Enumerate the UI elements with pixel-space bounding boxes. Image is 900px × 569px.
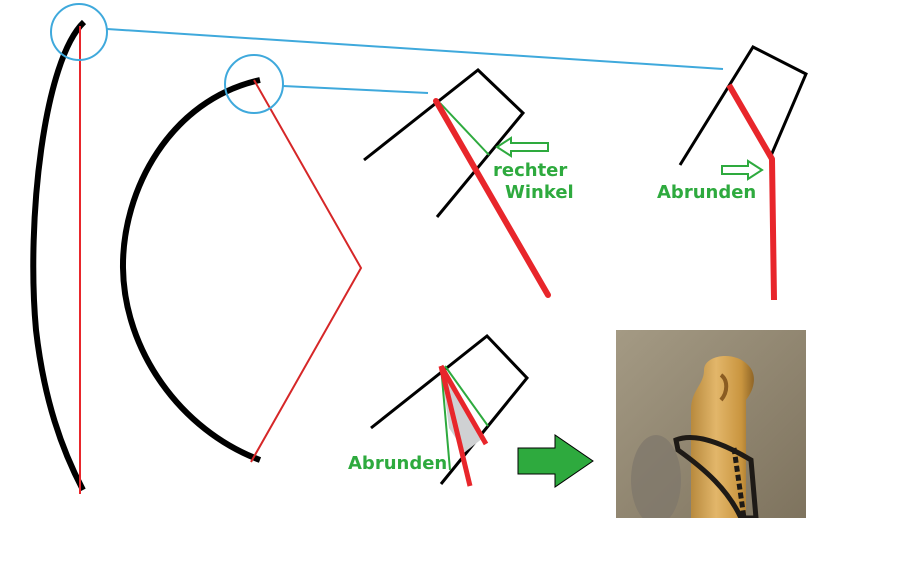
detail-round-bottom xyxy=(370,333,529,487)
straight-bow-figure xyxy=(30,3,108,494)
drawn-bow-limb xyxy=(119,77,262,463)
detail-round-top xyxy=(678,45,808,301)
string-detail-2 xyxy=(726,83,777,301)
drawn-bow-string xyxy=(250,79,363,463)
limb-tip-outline-1 xyxy=(363,68,526,218)
limb-tip-outline-2 xyxy=(678,45,808,166)
green-guide-outer xyxy=(444,365,489,427)
detail-right-angle xyxy=(363,68,551,298)
green-guide-inner xyxy=(440,365,451,471)
string-detail-3a xyxy=(438,364,489,446)
connector-line-top xyxy=(106,28,724,70)
outline-arrow-right-icon xyxy=(721,159,764,181)
string-detail-3b xyxy=(438,365,473,487)
highlight-circle-left xyxy=(50,3,108,61)
bow-tip-photo xyxy=(616,330,806,518)
limb-tip-outline-3 xyxy=(370,333,529,485)
drawn-bow-figure xyxy=(119,54,363,463)
label-round-top: Abrunden xyxy=(657,182,757,203)
right-angle-marker xyxy=(439,102,490,156)
highlight-circle-middle xyxy=(224,54,284,114)
outline-arrow-left-icon xyxy=(495,136,549,158)
connector-line-middle xyxy=(282,85,429,94)
string-detail-1 xyxy=(433,98,551,298)
label-round-bottom: Abrunden xyxy=(348,453,448,474)
label-right-angle-2: Winkel xyxy=(505,182,574,203)
big-green-arrow-right-icon xyxy=(517,434,594,488)
label-right-angle-1: rechter xyxy=(493,160,568,181)
straight-bow-limb xyxy=(30,19,87,492)
